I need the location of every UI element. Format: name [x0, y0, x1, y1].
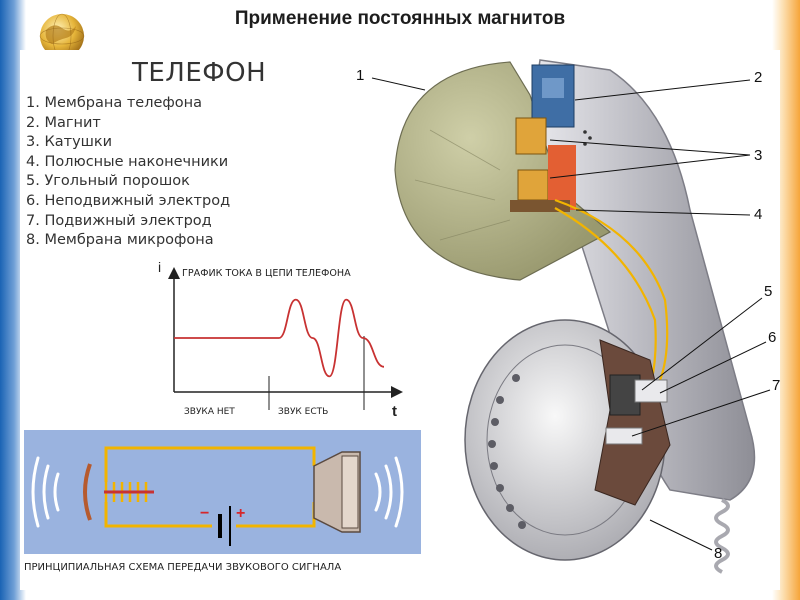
signal-schematic: − + [24, 430, 421, 554]
parts-list: 1. Мембрана телефона 2. Магнит 3. Катушк… [26, 94, 230, 251]
callout-number: 6 [768, 329, 776, 346]
graph-title: ГРАФИК ТОКА В ЦЕПИ ТЕЛЕФОНА [182, 268, 351, 279]
moving-electrode [605, 427, 643, 445]
coil-symbol [104, 482, 154, 502]
membrane-texture [414, 129, 511, 241]
schematic-caption: ПРИНЦИПИАЛЬНАЯ СХЕМА ПЕРЕДАЧИ ЗВУКОВОГО … [24, 562, 342, 573]
slide-title: Применение постоянных магнитов [234, 8, 566, 29]
microphone-holes [488, 374, 526, 529]
current-curve [174, 298, 385, 378]
parts-list-item: 4. Полюсные наконечники [26, 153, 229, 170]
content-panel: ТЕЛЕФОН 1. Мембрана телефона 2. Магнит 3… [20, 50, 780, 590]
fixed-electrode [634, 379, 668, 403]
y-axis-label: i [158, 259, 161, 275]
segment-label-sound: ЗВУК ЕСТЬ [278, 407, 328, 417]
parts-list-item: 3. Катушки [26, 134, 113, 151]
coil [517, 169, 549, 201]
callout-number: 5 [764, 283, 772, 300]
callout-number: 8 [714, 545, 722, 562]
cord-spring [714, 498, 730, 574]
earpiece-membrane [394, 61, 612, 281]
callout-number: 4 [754, 206, 762, 223]
parts-list-item: 7. Подвижный электрод [26, 212, 212, 229]
battery-minus: − [200, 505, 209, 522]
sound-waves-left [31, 456, 60, 528]
callout-number: 3 [754, 147, 762, 164]
parts-list-item: 5. Угольный порошок [26, 173, 190, 190]
coil [515, 117, 547, 155]
sound-waves-right [374, 456, 404, 528]
current-graph: i t ГРАФИК ТОКА В ЦЕПИ ТЕЛЕФОНА ЗВУКА НЕ… [158, 259, 403, 420]
callout-number: 1 [356, 67, 364, 84]
earpiece-membrane-symbol [83, 463, 92, 521]
segment-label-no-sound: ЗВУКА НЕТ [184, 407, 235, 417]
microphone-symbol [313, 451, 361, 533]
callout-number: 7 [772, 377, 780, 394]
telephone-illustration: 1 2 3 4 5 6 7 8 [356, 59, 780, 574]
parts-list-item: 8. Мембрана микрофона [26, 232, 214, 249]
globe-logo [39, 13, 85, 54]
battery-symbol [218, 506, 231, 546]
x-axis-label: t [392, 403, 397, 420]
parts-list-item: 1. Мембрана телефона [26, 95, 203, 111]
callout-number: 2 [754, 69, 762, 86]
parts-list-item: 6. Неподвижный электрод [26, 192, 231, 209]
phone-heading: ТЕЛЕФОН [132, 58, 267, 88]
schematic-drawing: − + [31, 446, 404, 546]
parts-list-item: 2. Магнит [26, 114, 101, 131]
battery-plus: + [236, 505, 245, 522]
